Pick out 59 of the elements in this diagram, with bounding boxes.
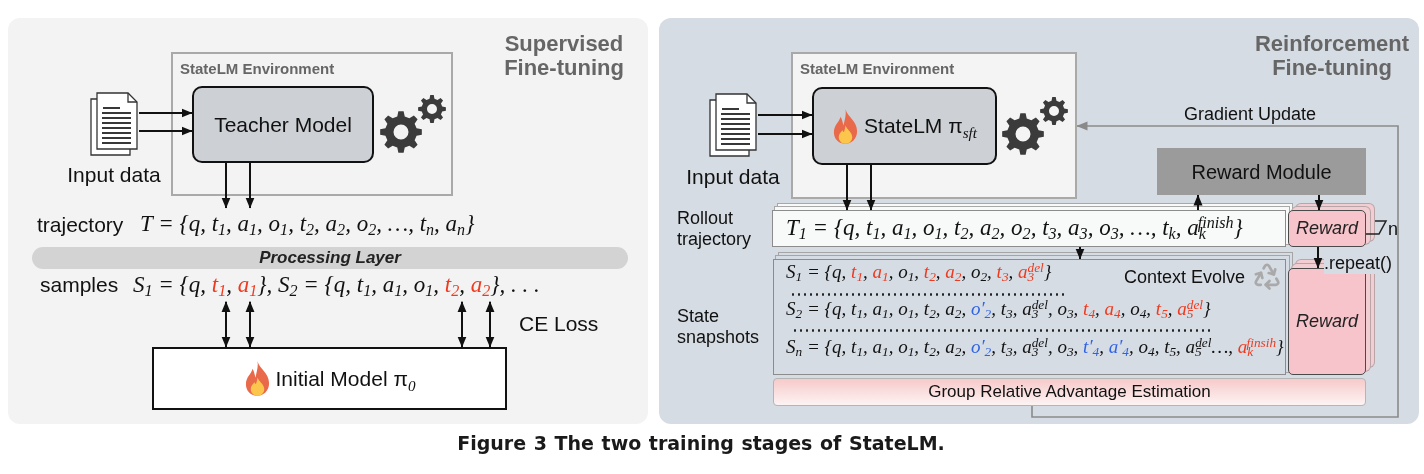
side-label: State snapshots	[677, 306, 760, 348]
box-label: Reward Module	[1191, 159, 1332, 184]
note-label: CE Loss	[519, 312, 599, 337]
note-text: Context Evolve	[1124, 267, 1246, 289]
box-title: StateLM Environment	[800, 60, 955, 78]
bar-label: Group Relative Advantage Estimation	[928, 381, 1211, 403]
box-label: Teacher Model	[214, 111, 352, 138]
side-label: Input data	[686, 165, 780, 190]
edge-label: .repeat()	[1324, 253, 1393, 274]
formula: T = {q, t$_{1}$, a$_{1}$, o$_{1}$, t$_{2}$, a$_{2}$, o$_{2}$, …, t$_{n}$, a$_{n}$}	[140, 208, 475, 241]
arrow	[1193, 194, 1203, 211]
model-box	[152, 347, 507, 410]
panel-title: Supervised Fine-tuning	[503, 32, 625, 80]
feedback-arrow	[1031, 121, 1399, 418]
arrow	[245, 162, 255, 209]
band-label: Processing Layer	[259, 248, 401, 268]
panel	[8, 18, 648, 424]
box-label: StateLM π$_{sft}$	[864, 113, 977, 139]
arrow	[457, 300, 467, 348]
arrow	[757, 129, 813, 139]
caption: Figure 3 The two training stages of StateLM.	[457, 432, 945, 455]
formula: S$_{n}$ = {q, t$_{1}$, a$_{1}$, o$_{1}$, t$_{2}$, a$_{2}$, o′$_{2}$, t$_{3}$, a$_{3}$$^{del}$, o$_{3}$, t′$_{4}$, a′$_{4}$, o$_{4}$, t$_{5}$, a$_{5}$$^{del}$…, a$_{k}$$^{finsih}$}	[786, 334, 1284, 361]
environment-box	[791, 52, 1077, 199]
arrow	[138, 108, 193, 118]
estimation-bar	[773, 378, 1366, 406]
box-title: StateLM Environment	[180, 60, 335, 78]
box-label: Reward	[1296, 217, 1358, 240]
arrow	[221, 300, 231, 348]
arrow	[245, 300, 255, 348]
side-label: Input data	[67, 163, 161, 188]
formula: S$_{1}$ = {q, t$_{1}$, a$_{1}$}, S$_{2}$ = {q, t$_{1}$, a$_{1}$, o$_{1}$, t$_{2}$, a$_{2}$}, . . .	[133, 269, 540, 302]
note-label: n	[1388, 219, 1398, 240]
arrow	[138, 126, 193, 136]
box-label: Reward	[1296, 310, 1358, 333]
arrow	[1075, 246, 1085, 260]
processing-band	[32, 247, 628, 269]
document-icon	[709, 93, 758, 157]
document-icon	[90, 92, 139, 156]
environment-box	[171, 52, 453, 196]
panel	[659, 18, 1419, 424]
arrow	[221, 162, 231, 209]
module-box	[1157, 148, 1366, 195]
panel-title: Reinforcement Fine-tuning	[1253, 32, 1410, 80]
model-box	[192, 86, 374, 163]
arrow	[1313, 246, 1323, 269]
box-label: Initial Model π$_{0}$	[275, 365, 416, 392]
formula: S$_{1}$ = {q, t$_{1}$, a$_{1}$, o$_{1}$, t$_{2}$, a$_{2}$, o$_{2}$, t$_{3}$, a$_{3}$$^{del}$}	[786, 259, 1052, 286]
arrow	[1314, 194, 1324, 211]
edge-label: Gradient Update	[1184, 104, 1317, 125]
side-label: samples	[40, 273, 119, 298]
model-box	[812, 87, 997, 165]
arrow	[842, 164, 852, 211]
formula: S$_{2}$ = {q, t$_{1}$, a$_{1}$, o$_{1}$, t$_{2}$, a$_{2}$, o′$_{2}$, t$_{3}$, a$_{3}$$^{del}$, o$_{3}$, t$_{4}$, a$_{4}$, o$_{4}$, t$_{5}$, a$_{5}$$^{del}$}	[786, 296, 1211, 323]
arrow	[866, 164, 876, 211]
side-label: Rollout trajectory	[677, 208, 752, 250]
arrow	[757, 110, 813, 120]
arrow	[485, 300, 495, 348]
side-label: trajectory	[37, 213, 124, 238]
formula: T$_{1}$ = {q, t$_{1}$, a$_{1}$, o$_{1}$, t$_{2}$, a$_{2}$, o$_{2}$, t$_{3}$, a$_{3}$, o$_{3}$, …, t$_{k}$, a$_{k}$$^{finish}$}	[786, 212, 1243, 245]
